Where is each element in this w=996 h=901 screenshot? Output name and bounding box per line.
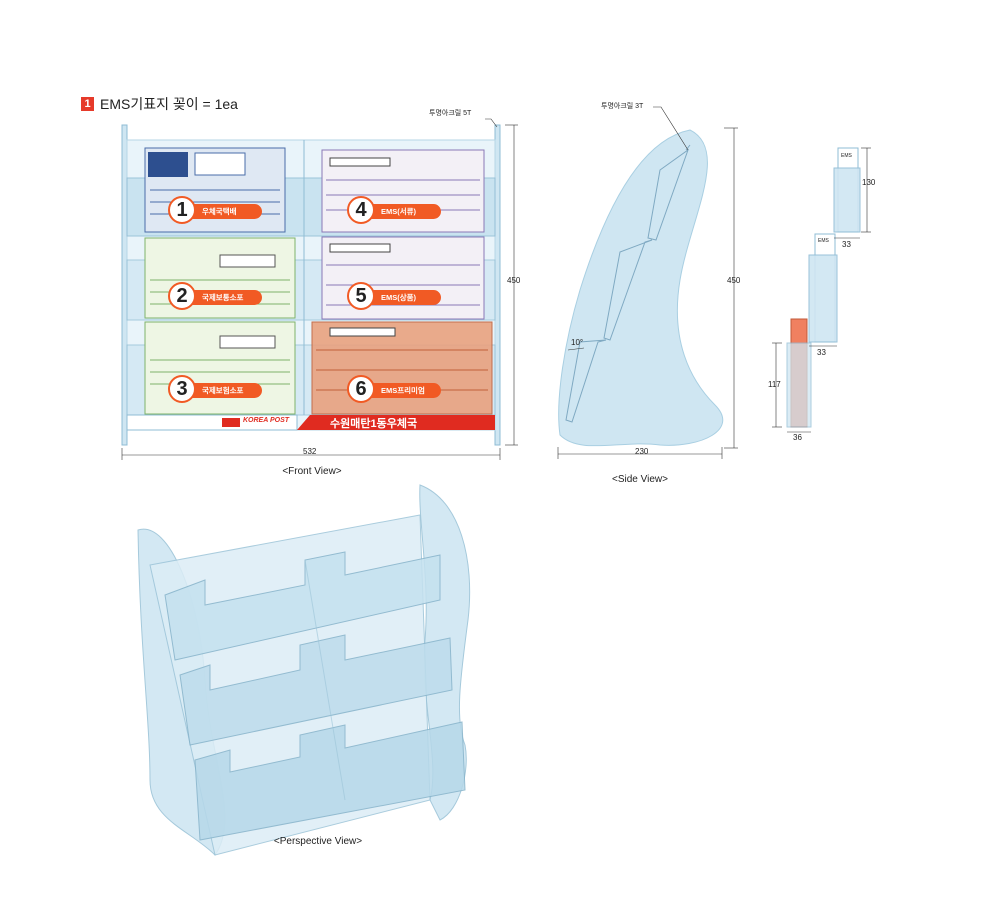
form-intl-insured-parcel [144,321,296,415]
perspective-shelf-3 [194,721,466,841]
badge-label: EMS프리미엄 [381,386,425,395]
badge-3: 3 국제보험소포 [168,375,263,405]
side-panel-silhouette [558,129,724,447]
side-pockets [565,144,691,423]
detail-top-label: EMS [841,153,852,159]
badge-number: 6 [347,375,375,403]
form-ems-premium [311,321,493,415]
badge-6: 6 EMS프리미엄 [347,375,442,405]
post-office-name: 수원매탄1동우체국 [330,418,418,430]
side-material-note: 투명아크릴 3T [601,103,644,110]
badge-number: 2 [168,282,196,310]
detail-bottom-width-dim: 36 [793,433,802,442]
section-title-text: EMS기표지 꽂이 = 1ea [100,96,238,112]
detail-top-front [833,167,861,233]
detail-mid-label: EMS [818,238,829,244]
detail-bottom-front [786,342,812,428]
badge-label: EMS(서류) [381,207,417,216]
perspective-view-caption: <Perspective View> [273,836,363,847]
detail-top-height-dim: 130 [862,178,876,187]
perspective-shelf-2 [179,634,453,746]
badge-number: 5 [347,282,375,310]
detail-mid-front [808,254,838,343]
perspective-shelf-1 [164,551,441,661]
korea-post-logo-icon [222,418,240,427]
badge-label: 국제보통소포 [202,293,244,302]
badge-label: 우체국택배 [202,207,237,216]
badge-number: 4 [347,196,375,224]
section-title: 1 EMS기표지 꽂이 = 1ea [81,95,238,113]
badge-label: 국제보험소포 [202,386,244,395]
detail-mid-width-dim: 33 [817,348,826,357]
badge-4: 4 EMS(서류) [347,196,442,226]
badge-number: 1 [168,196,196,224]
front-footer-red [297,415,495,430]
badge-5: 5 EMS(상품) [347,282,442,312]
form-ems-goods [321,236,485,320]
korea-post-logo-text: KOREA POST [243,417,290,424]
front-footer-white [126,414,298,431]
badge-2: 2 국제보통소포 [168,282,263,312]
side-height-dim: 450 [727,276,741,285]
front-height-dim: 450 [507,276,521,285]
detail-top-width-dim: 33 [842,240,851,249]
side-view-caption: <Side View> [612,474,668,485]
badge-label: EMS(상품) [381,293,417,302]
badge-1: 1 우체국택배 [168,196,263,226]
front-material-note: 투명아크릴 5T [429,110,472,117]
side-width-dim: 230 [635,447,649,456]
side-angle-dim: 10° [571,338,584,347]
badge-number: 3 [168,375,196,403]
front-width-dim: 532 [303,447,317,456]
detail-bottom-height-dim: 117 [768,380,781,389]
front-view-caption: <Front View> [282,466,342,477]
section-number: 1 [81,97,94,111]
